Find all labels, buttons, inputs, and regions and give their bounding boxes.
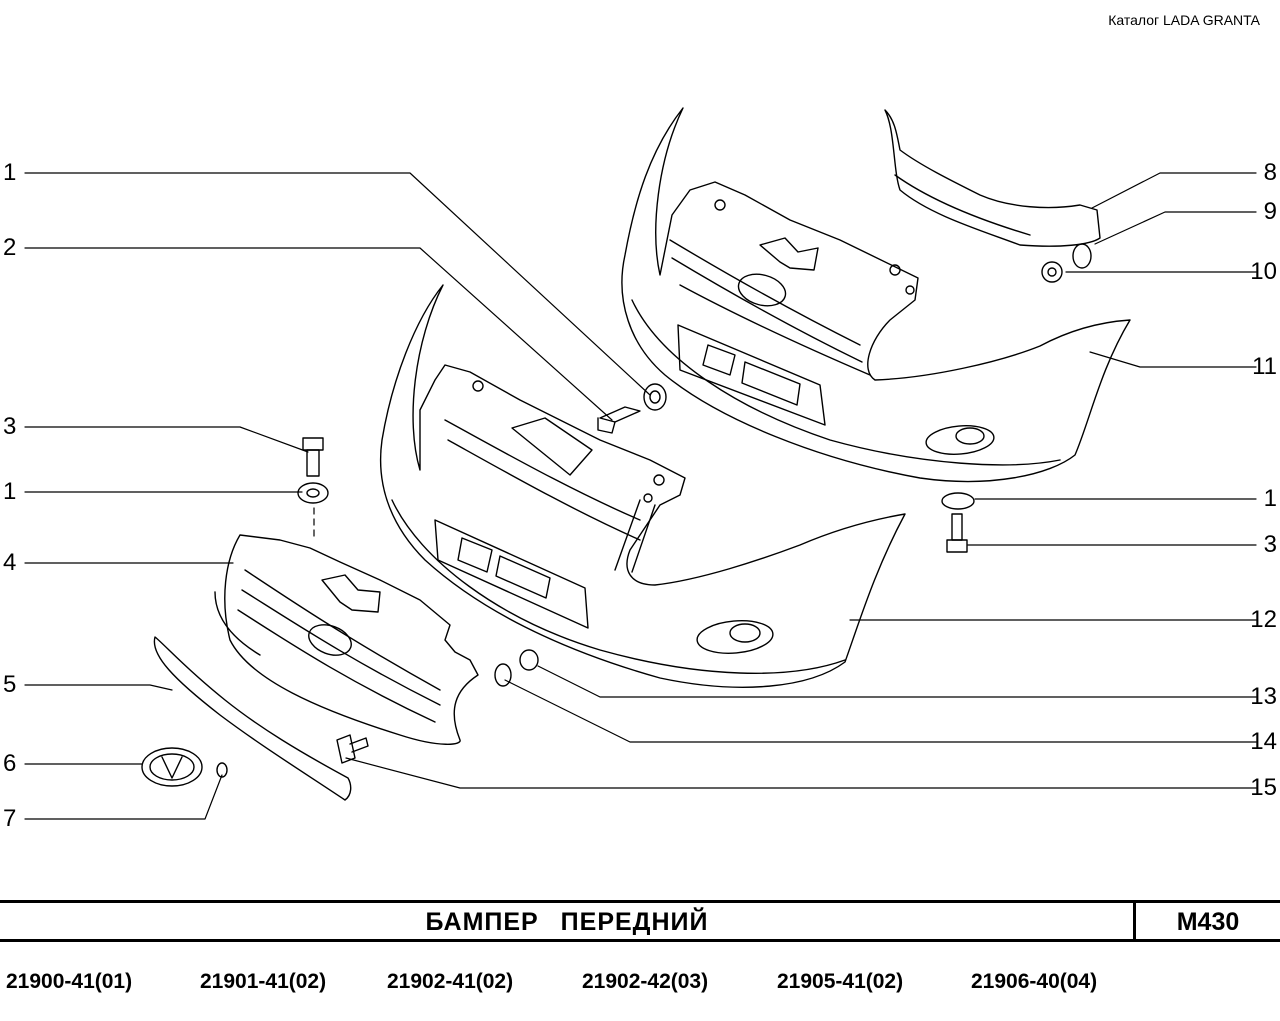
page-title: БАМПЕР ПЕРЕДНИЙ <box>425 908 709 936</box>
callout-right-6: 3 <box>1263 531 1277 558</box>
bumper-main-lower <box>379 284 906 688</box>
callout-left-2: 2 <box>3 234 17 261</box>
emblem-clip <box>216 762 228 778</box>
callout-right-9: 14 <box>1250 728 1277 755</box>
clip-upper <box>643 383 667 411</box>
pin-15 <box>336 734 369 764</box>
reinforcement-bar <box>884 109 1101 247</box>
callout-right-10: 15 <box>1250 774 1277 801</box>
model-list: 21900-41(01) 21901-41(02) 21902-41(02) 2… <box>0 970 1280 1000</box>
callout-left-4: 1 <box>3 478 17 505</box>
leader-lines-left <box>24 172 651 820</box>
callout-right-3: 10 <box>1250 258 1277 285</box>
leader-lines-right <box>345 172 1257 789</box>
emblem <box>141 747 203 787</box>
moulding-strip <box>153 636 352 801</box>
bolt-right <box>946 513 968 553</box>
callout-right-4: 11 <box>1252 353 1277 380</box>
model-code: 21901-41(02) <box>200 970 327 993</box>
title-bar: БАМПЕР ПЕРЕДНИЙ M430 <box>0 900 1280 942</box>
bumper-assembled-upper <box>621 107 1131 483</box>
callout-left-6: 5 <box>3 671 17 698</box>
callout-right-7: 12 <box>1250 606 1277 633</box>
callout-left-3: 3 <box>3 413 17 440</box>
callout-left-1: 1 <box>3 159 17 186</box>
model-code: 21900-41(01) <box>6 970 133 993</box>
model-code: 21902-42(03) <box>582 970 709 993</box>
callout-right-2: 9 <box>1263 198 1277 225</box>
clip-14 <box>494 663 512 687</box>
washer-left <box>297 482 329 504</box>
parts-diagram <box>24 107 1257 820</box>
callout-left-8: 7 <box>3 805 17 832</box>
model-code: 21902-41(02) <box>387 970 514 993</box>
bolt-left <box>302 437 324 477</box>
callout-right-1: 8 <box>1263 159 1277 186</box>
sheet-code: M430 <box>1176 908 1240 936</box>
bolt-upper <box>597 406 641 434</box>
callout-right-8: 13 <box>1250 683 1277 710</box>
catalog-header: Каталог LADA GRANTA <box>1108 12 1260 28</box>
nut-10 <box>1041 261 1063 283</box>
callout-left-5: 4 <box>3 549 17 576</box>
callout-left-7: 6 <box>3 750 17 777</box>
nut-13 <box>519 649 539 671</box>
model-code: 21906-40(04) <box>971 970 1098 993</box>
title-divider <box>1133 903 1136 939</box>
washer-9 <box>1072 243 1092 269</box>
washer-right <box>941 492 975 510</box>
model-code: 21905-41(02) <box>777 970 904 993</box>
grille <box>214 534 479 745</box>
callout-right-5: 1 <box>1263 485 1277 512</box>
